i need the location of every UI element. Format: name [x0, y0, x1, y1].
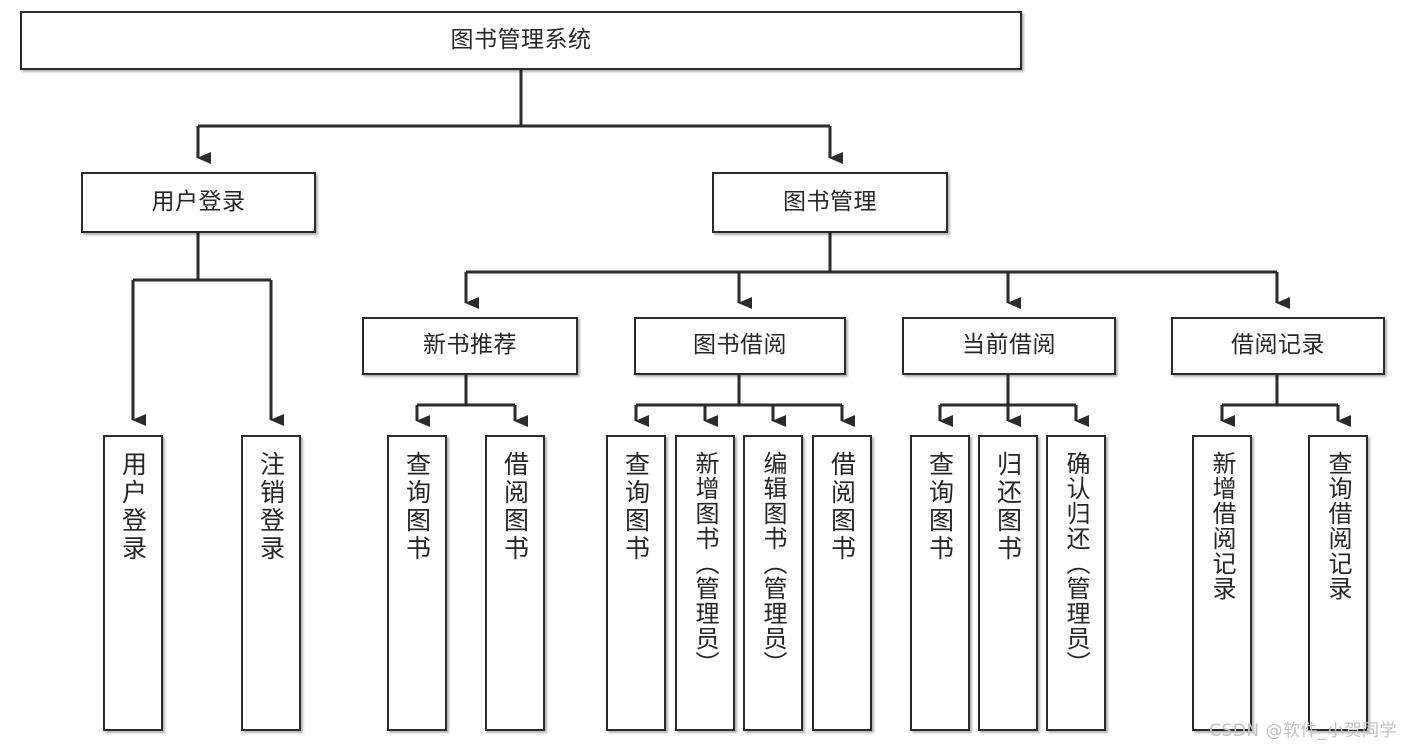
node-leaf-confirm-return[interactable]: 确认归还（管理员）: [1046, 435, 1106, 731]
node-leaf-add-book-label: 新增图书（管理员）: [691, 451, 719, 676]
node-leaf-borrow-book-2[interactable]: 借阅图书: [812, 435, 872, 731]
node-leaf-edit-book-label: 编辑图书（管理员）: [759, 451, 787, 676]
node-leaf-edit-book[interactable]: 编辑图书（管理员）: [743, 435, 803, 731]
node-current-borrow-label: 当前借阅: [962, 332, 1056, 359]
node-leaf-add-record-label: 新增借阅记录: [1208, 451, 1236, 601]
node-leaf-query-record[interactable]: 查询借阅记录: [1308, 435, 1368, 731]
node-user-login[interactable]: 用户登录: [81, 172, 316, 233]
node-leaf-add-book[interactable]: 新增图书（管理员）: [675, 435, 735, 731]
watermark-text: CSDN @软件_小贺同学: [1209, 721, 1397, 741]
node-user-login-label: 用户登录: [151, 188, 246, 215]
node-root[interactable]: 图书管理系统: [20, 11, 1022, 70]
node-leaf-query-book-1-label: 查询图书: [402, 451, 432, 563]
node-leaf-borrow-book-2-label: 借阅图书: [827, 451, 857, 563]
node-leaf-add-record[interactable]: 新增借阅记录: [1192, 435, 1252, 731]
node-leaf-borrow-book-1-label: 借阅图书: [500, 451, 530, 563]
node-leaf-return-book-label: 归还图书: [993, 451, 1023, 563]
node-leaf-confirm-return-label: 确认归还（管理员）: [1062, 451, 1090, 676]
node-book-manage[interactable]: 图书管理: [712, 172, 948, 233]
node-book-borrow[interactable]: 图书借阅: [634, 317, 846, 375]
node-leaf-query-book-2[interactable]: 查询图书: [606, 435, 666, 731]
node-book-borrow-label: 图书借阅: [693, 332, 787, 359]
node-leaf-user-logout-label: 注销登录: [256, 451, 286, 563]
node-leaf-user-login[interactable]: 用户登录: [103, 435, 163, 731]
node-borrow-record-label: 借阅记录: [1231, 332, 1325, 359]
node-leaf-query-book-3[interactable]: 查询图书: [910, 435, 970, 731]
node-new-book-recommend[interactable]: 新书推荐: [362, 317, 578, 375]
node-leaf-borrow-book-1[interactable]: 借阅图书: [485, 435, 545, 731]
node-book-manage-label: 图书管理: [783, 188, 877, 215]
node-leaf-query-book-1[interactable]: 查询图书: [387, 435, 447, 731]
node-leaf-user-logout[interactable]: 注销登录: [241, 435, 301, 731]
node-leaf-return-book[interactable]: 归还图书: [978, 435, 1038, 731]
node-current-borrow[interactable]: 当前借阅: [902, 317, 1116, 375]
node-leaf-query-book-2-label: 查询图书: [621, 451, 651, 563]
node-leaf-query-record-label: 查询借阅记录: [1324, 451, 1352, 601]
node-new-book-recommend-label: 新书推荐: [423, 332, 517, 359]
node-leaf-user-login-label: 用户登录: [118, 451, 148, 563]
node-borrow-record[interactable]: 借阅记录: [1171, 317, 1385, 375]
node-root-label: 图书管理系统: [450, 26, 592, 53]
node-leaf-query-book-3-label: 查询图书: [925, 451, 955, 563]
